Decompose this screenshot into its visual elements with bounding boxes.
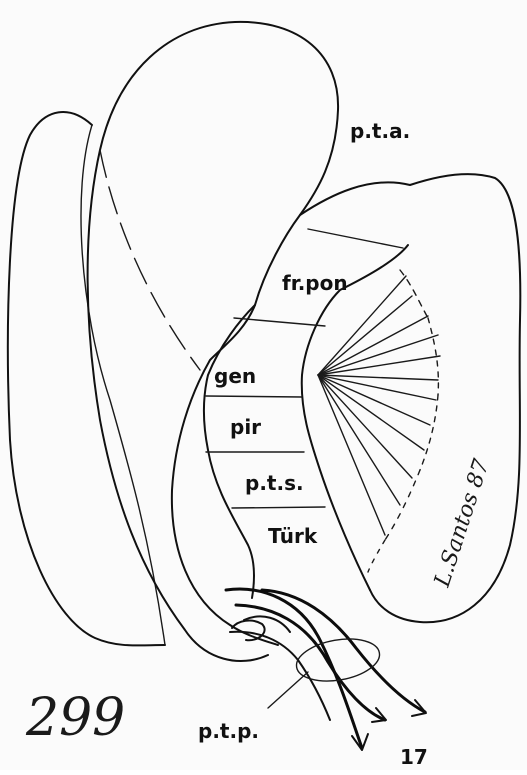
fiber-ending-mark <box>368 540 385 572</box>
label-turk: Türk <box>268 524 318 548</box>
divider-frpon-gen <box>234 318 325 326</box>
divider-gen-pir <box>206 396 302 397</box>
fiber-ending-mark <box>385 470 420 540</box>
fiber-line <box>318 375 412 478</box>
label-pta: p.t.a. <box>350 119 410 143</box>
fiber-line <box>318 375 400 505</box>
fiber-ending-mark <box>420 395 438 470</box>
ptp-pointer-line <box>268 672 308 708</box>
bundle-origin-loop <box>232 621 265 641</box>
outer-lobe-inner-curve <box>81 125 165 645</box>
fiber-endings <box>368 270 438 572</box>
planum-right-edge <box>302 245 408 590</box>
label-pir: pir <box>230 415 261 439</box>
bundle-fiber-thin <box>244 616 290 632</box>
label-arrow-number: 17 <box>400 745 428 769</box>
label-gen: gen <box>214 364 256 388</box>
artist-signature: L.Santos 87 <box>430 456 495 591</box>
fiber-line <box>318 375 430 425</box>
radiating-fibers <box>318 276 440 535</box>
label-ptp: p.t.p. <box>198 719 259 743</box>
lobe-interior-dashed-line <box>100 150 200 370</box>
figure-number: 299 <box>25 688 125 748</box>
divider-pts-turk <box>232 507 325 508</box>
label-pts: p.t.s. <box>245 471 304 495</box>
label-frpon: fr.pon <box>282 271 348 295</box>
temporal-lobe-outline <box>88 22 338 661</box>
outer-lobe-outline <box>8 112 165 645</box>
divider-pta-frpon <box>308 229 403 248</box>
